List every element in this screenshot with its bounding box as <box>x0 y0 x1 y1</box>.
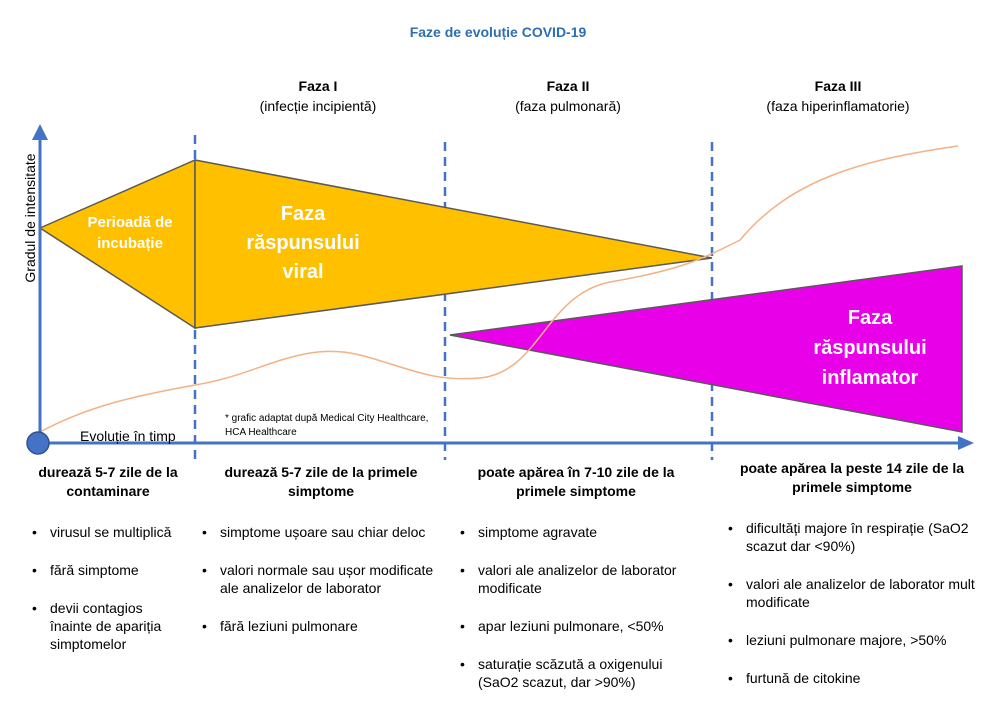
source-note-line2: HCA Healthcare <box>225 427 297 438</box>
x-axis-arrow <box>958 436 974 450</box>
origin-dot <box>26 431 50 455</box>
phase-3-desc: (faza hiperinflamatorie) <box>766 98 910 114</box>
column-phase-3: poate apărea la peste 14 zile de la prim… <box>724 459 980 707</box>
phase-2-desc: (faza pulmonară) <box>515 98 621 114</box>
inflammatory-response-shape <box>449 265 963 433</box>
list-item: fără simptome <box>28 561 188 579</box>
column-4-list: dificultăți majore în respirație (SaO2 s… <box>724 519 980 687</box>
phase-1-desc: (infecție incipientă) <box>259 98 377 114</box>
viral-response-shape <box>194 159 713 329</box>
phase-1-name: Faza I <box>298 78 338 94</box>
list-item: furtună de citokine <box>724 669 980 687</box>
column-phase-1: durează 5-7 zile de la primele simptome … <box>198 463 444 655</box>
column-2-heading: durează 5-7 zile de la primele simptome <box>224 464 418 499</box>
phase-2-name: Faza II <box>546 78 590 94</box>
column-phase-2: poate apărea în 7-10 zile de la primele … <box>456 463 696 711</box>
phase-3-heading: Faza III (faza hiperinflamatorie) <box>738 76 938 116</box>
inflammatory-label-line1: Faza <box>847 307 893 329</box>
column-1-heading: durează 5-7 zile de la contaminare <box>38 464 178 499</box>
phase-2-heading: Faza II (faza pulmonară) <box>478 76 658 116</box>
source-note-line1: * grafic adaptat după Medical City Healt… <box>225 413 429 424</box>
list-item: fără leziuni pulmonare <box>198 617 444 635</box>
list-item: valori normale sau ușor modificate ale a… <box>198 561 444 597</box>
list-item: apar leziuni pulmonare, <50% <box>456 617 696 635</box>
inflammatory-label-line3: inflamator <box>821 367 919 389</box>
column-incubation: durează 5-7 zile de la contaminare virus… <box>28 463 188 673</box>
column-3-list: simptome agravate valori ale analizelor … <box>456 523 696 691</box>
phase-3-name: Faza III <box>814 78 862 94</box>
list-item: virusul se multiplică <box>28 523 188 541</box>
list-item: leziuni pulmonare majore, >50% <box>724 631 980 649</box>
viral-label-line1: Faza <box>280 203 326 225</box>
column-4-heading: poate apărea la peste 14 zile de la prim… <box>739 460 965 495</box>
incubation-label: Perioadă de incubație <box>75 212 185 254</box>
source-note: * grafic adaptat după Medical City Healt… <box>225 412 428 440</box>
column-2-list: simptome ușoare sau chiar deloc valori n… <box>198 523 444 635</box>
inflammatory-label: Faza răspunsului inflamator <box>780 303 960 393</box>
phase-graphic <box>26 124 974 460</box>
incubation-label-line1: Perioadă de <box>87 214 173 231</box>
incubation-label-line2: incubație <box>97 235 163 252</box>
viral-label-line2: răspunsului <box>246 232 360 254</box>
column-1-list: virusul se multiplică fără simptome devi… <box>28 523 188 653</box>
x-axis-label: Evoluție în timp <box>80 428 176 444</box>
y-axis-arrow <box>32 124 48 140</box>
viral-label: Faza răspunsului viral <box>218 200 388 287</box>
intensity-curve <box>39 145 959 433</box>
list-item: devii contagios înainte de apariția simp… <box>28 599 188 653</box>
y-axis-label: Gradul de intensitate <box>22 153 38 283</box>
column-3-heading: poate apărea în 7-10 zile de la primele … <box>477 464 675 499</box>
list-item: valori ale analizelor de laborator mult … <box>724 575 980 611</box>
diagram-title: Faze de evoluție COVID-19 <box>409 24 587 40</box>
phase-1-heading: Faza I (infecție incipientă) <box>228 76 408 116</box>
list-item: dificultăți majore în respirație (SaO2 s… <box>724 519 980 555</box>
inflammatory-label-line2: răspunsului <box>813 337 927 359</box>
list-item: simptome agravate <box>456 523 696 541</box>
viral-label-line3: viral <box>282 261 324 283</box>
list-item: valori ale analizelor de laborator modif… <box>456 561 696 597</box>
list-item: saturație scăzută a oxigenului (SaO2 sca… <box>456 655 696 691</box>
list-item: simptome ușoare sau chiar deloc <box>198 523 444 541</box>
